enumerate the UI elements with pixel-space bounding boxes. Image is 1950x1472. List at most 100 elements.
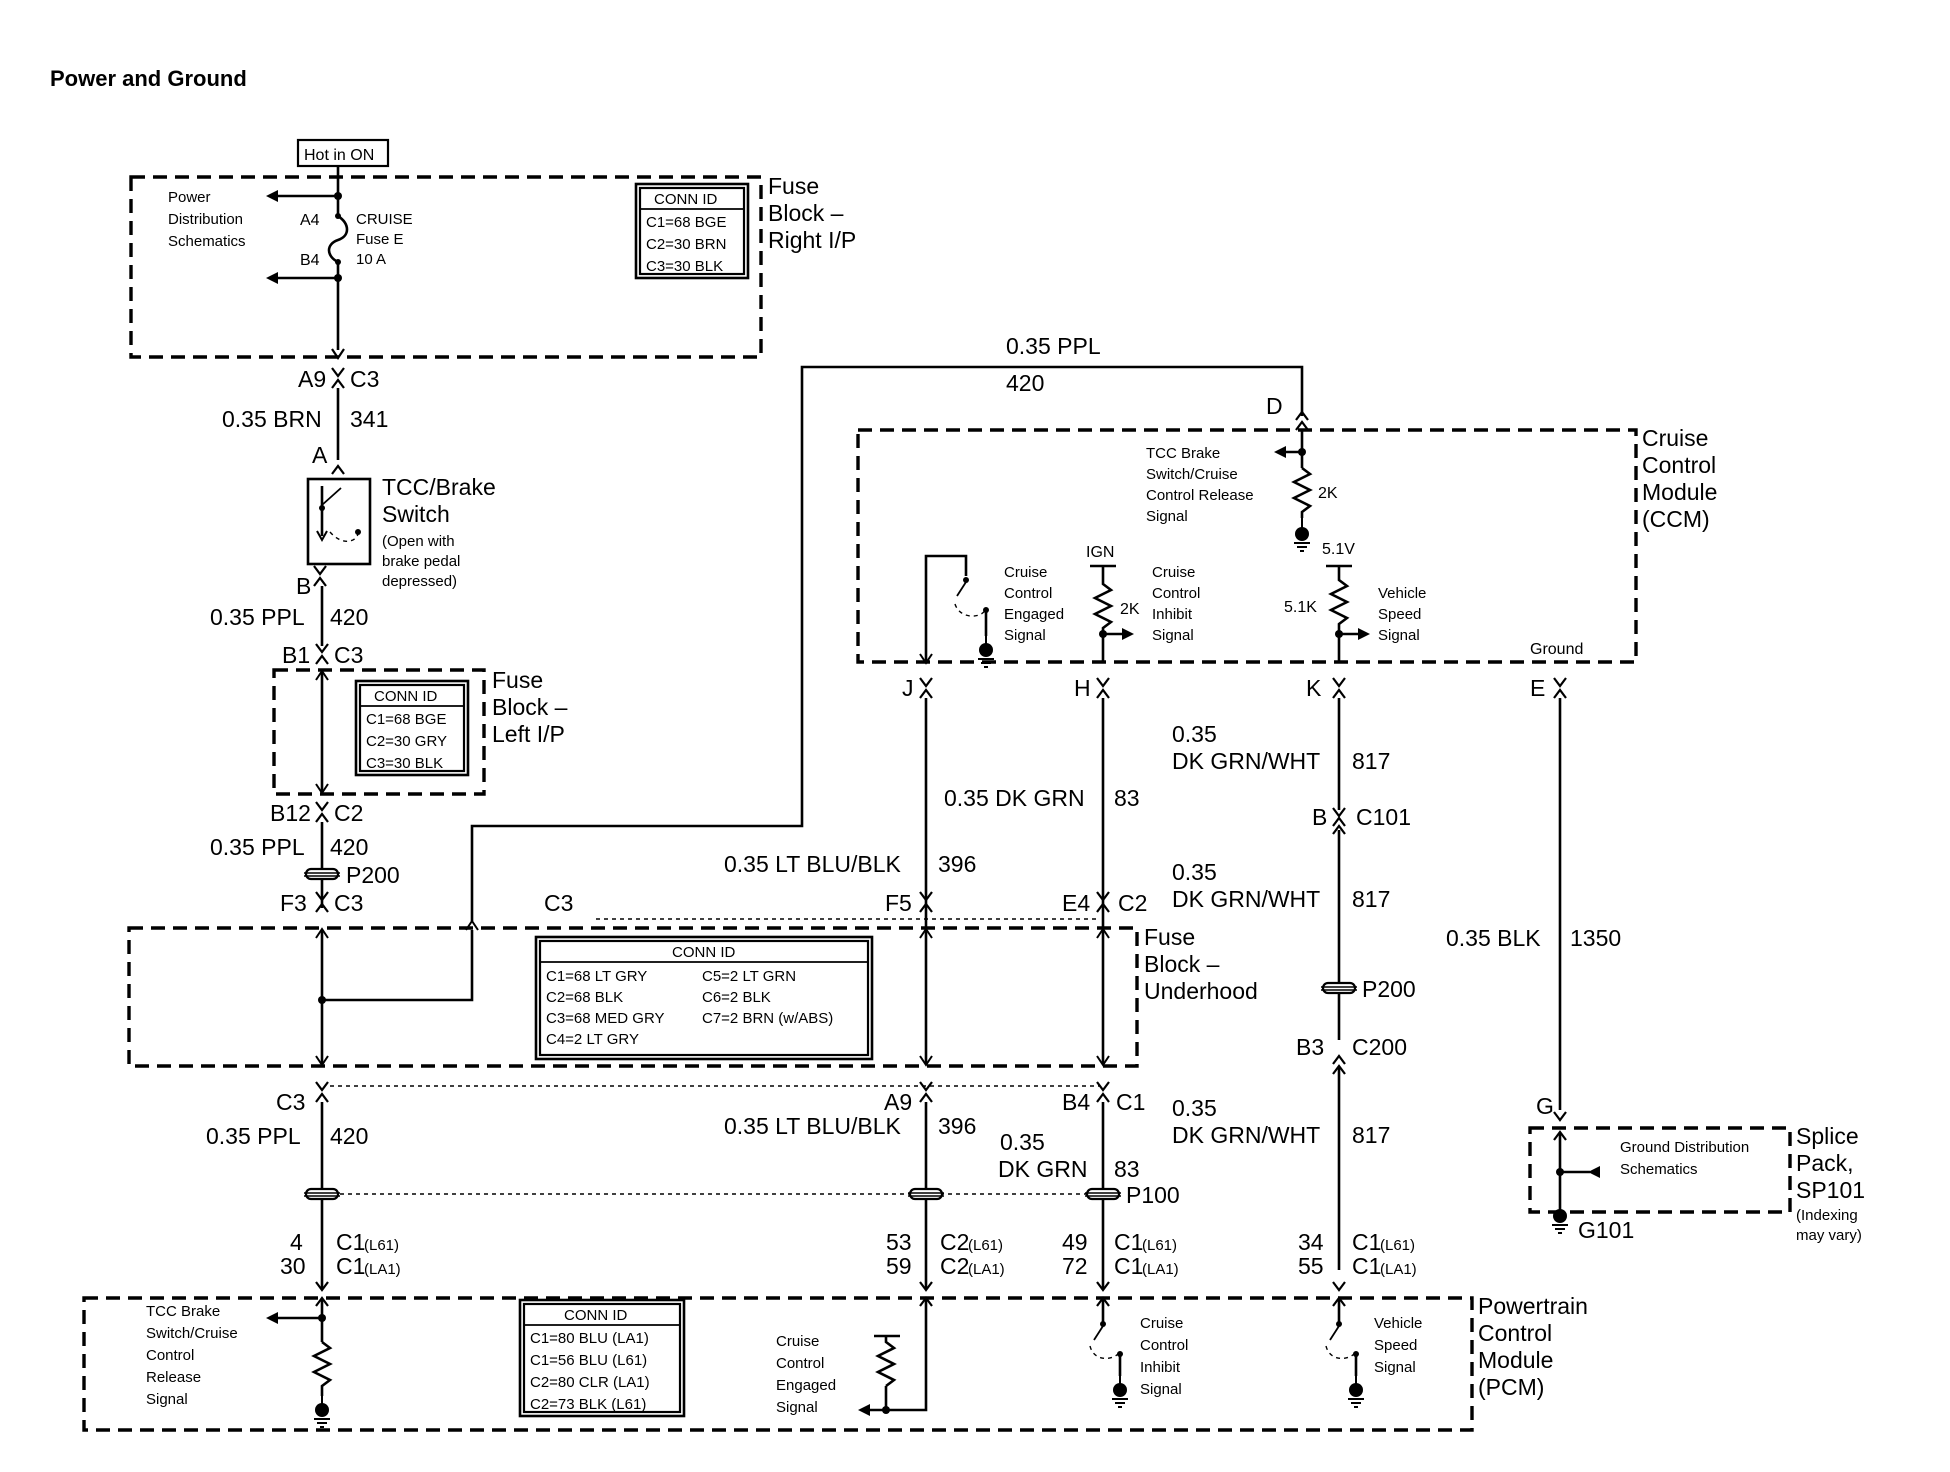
svg-text:B4: B4	[300, 252, 320, 269]
svg-text:H: H	[1074, 675, 1091, 701]
top-wire-circuit: 420	[1006, 370, 1044, 396]
svg-text:TCC Brake: TCC Brake	[146, 1303, 220, 1320]
svg-text:brake pedal: brake pedal	[382, 553, 460, 570]
svg-text:5.1V: 5.1V	[1322, 541, 1355, 558]
g101-label: G101	[1578, 1217, 1634, 1243]
ccm-resistor-5-1k	[1328, 566, 1350, 662]
svg-text:Ground Distribution: Ground Distribution	[1620, 1139, 1749, 1156]
p200-b: P200	[1362, 976, 1416, 1002]
tcc-brake-switch	[306, 477, 372, 566]
svg-text:5.1K: 5.1K	[1284, 599, 1317, 616]
svg-text:C2: C2	[940, 1229, 969, 1255]
wire-817-gauge-c: 0.35 DK GRN/WHT	[1172, 1095, 1320, 1148]
svg-text:C6=2 BLK: C6=2 BLK	[702, 989, 771, 1006]
svg-text:2K: 2K	[1318, 485, 1338, 502]
ccm-resistor-inhibit	[1092, 566, 1114, 662]
wire-396-circuit-a: 396	[938, 851, 976, 877]
svg-text:C3=68 MED GRY: C3=68 MED GRY	[546, 1010, 665, 1027]
svg-text:Speed: Speed	[1374, 1337, 1417, 1354]
svg-text:(L61): (L61)	[968, 1237, 1003, 1254]
svg-text:C1: C1	[1114, 1229, 1143, 1255]
svg-text:C101: C101	[1356, 804, 1411, 830]
svg-text:Signal: Signal	[1004, 627, 1046, 644]
fuse-block-right-label: Fuse Block – Right I/P	[768, 173, 856, 253]
svg-text:Control: Control	[146, 1347, 194, 1364]
wire-341-circuit: 341	[350, 406, 388, 432]
svg-text:C3: C3	[334, 642, 363, 668]
power-distribution-note: Power Distribution Schematics	[168, 189, 246, 250]
svg-text:C5=2 LT GRN: C5=2 LT GRN	[702, 968, 796, 985]
svg-text:Hot in ON: Hot in ON	[304, 147, 374, 164]
svg-text:0.35: 0.35	[1172, 721, 1217, 747]
svg-text:CONN ID: CONN ID	[672, 944, 736, 961]
pcm-resistor-engaged	[875, 1336, 897, 1388]
pcm-inhibit-label: Cruise Control Inhibit Signal	[1140, 1315, 1188, 1398]
svg-text:C2=73 BLK (L61): C2=73 BLK (L61)	[530, 1396, 646, 1413]
svg-text:A9: A9	[884, 1089, 912, 1115]
svg-text:B4: B4	[1062, 1089, 1090, 1115]
tcc-switch-note: (Open with brake pedal depressed)	[382, 533, 460, 590]
svg-text:0.35: 0.35	[1172, 1095, 1217, 1121]
svg-text:IGN: IGN	[1086, 544, 1114, 561]
svg-text:Control: Control	[1642, 452, 1716, 478]
wire-817-gauge-b: 0.35 DK GRN/WHT	[1172, 859, 1320, 912]
svg-text:C3: C3	[350, 366, 379, 392]
svg-text:C1: C1	[1352, 1229, 1381, 1255]
svg-text:Control: Control	[1140, 1337, 1188, 1354]
ccm-engaged-label: Cruise Control Engaged Signal	[1004, 564, 1064, 644]
svg-text:C3=30 BLK: C3=30 BLK	[646, 258, 723, 275]
wire-341-gauge: 0.35 BRN	[222, 406, 322, 432]
svg-text:0.35: 0.35	[1172, 859, 1217, 885]
svg-text:Release: Release	[146, 1369, 201, 1386]
splice-pack-label: Splice Pack, SP101	[1796, 1123, 1865, 1203]
svg-text:CONN ID: CONN ID	[564, 1307, 628, 1324]
svg-text:Engaged: Engaged	[776, 1377, 836, 1394]
fuse-block-underhood-label: Fuse Block – Underhood	[1144, 924, 1258, 1004]
svg-text:Block –: Block –	[1144, 951, 1220, 977]
svg-text:C1: C1	[336, 1229, 365, 1255]
splice-pack-boundary	[1528, 1126, 1792, 1214]
svg-text:CONN ID: CONN ID	[374, 688, 438, 705]
svg-text:C7=2 BRN (w/ABS): C7=2 BRN (w/ABS)	[702, 1010, 833, 1027]
svg-text:E: E	[1530, 675, 1545, 701]
svg-text:C1=68 BGE: C1=68 BGE	[646, 214, 726, 231]
svg-text:Fuse: Fuse	[492, 667, 543, 693]
svg-text:(LA1): (LA1)	[364, 1261, 401, 1278]
svg-text:Fuse E: Fuse E	[356, 231, 404, 248]
svg-text:A9: A9	[298, 366, 326, 392]
pcm-vss-label: Vehicle Speed Signal	[1374, 1315, 1422, 1376]
p200-a: P200	[346, 862, 400, 888]
ccm-resistor-2k	[1291, 466, 1313, 518]
svg-text:(LA1): (LA1)	[968, 1261, 1005, 1278]
svg-text:(Indexing: (Indexing	[1796, 1207, 1858, 1224]
svg-text:C1: C1	[1352, 1253, 1381, 1279]
svg-text:Switch/Cruise: Switch/Cruise	[1146, 466, 1238, 483]
svg-text:CONN ID: CONN ID	[654, 191, 718, 208]
svg-text:C2=30 BRN: C2=30 BRN	[646, 236, 726, 253]
p100-label: P100	[1126, 1182, 1180, 1208]
svg-text:Control Release: Control Release	[1146, 487, 1254, 504]
svg-text:Cruise: Cruise	[1152, 564, 1195, 581]
pcm-pins-col4: 34 55 C1 (L61) C1 (LA1)	[1298, 1229, 1417, 1279]
svg-text:34: 34	[1298, 1229, 1324, 1255]
svg-text:C1=68 LT GRY: C1=68 LT GRY	[546, 968, 647, 985]
wire-1350-gauge: 0.35 BLK	[1446, 925, 1541, 951]
tcc-brake-switch-label: TCC/Brake Switch	[382, 474, 496, 527]
svg-text:49: 49	[1062, 1229, 1088, 1255]
wire-420-gauge-c: 0.35 PPL	[206, 1123, 301, 1149]
svg-text:Signal: Signal	[1152, 627, 1194, 644]
ccm-boundary	[856, 428, 1638, 664]
svg-text:SP101: SP101	[1796, 1177, 1865, 1203]
svg-text:DK GRN/WHT: DK GRN/WHT	[1172, 886, 1320, 912]
svg-text:(L61): (L61)	[1142, 1237, 1177, 1254]
svg-text:C3=30 BLK: C3=30 BLK	[366, 755, 443, 772]
wire-420-circuit-b: 420	[330, 834, 368, 860]
svg-text:Switch: Switch	[382, 501, 450, 527]
wire-1350-circuit: 1350	[1570, 925, 1621, 951]
svg-text:C2=80 CLR (LA1): C2=80 CLR (LA1)	[530, 1374, 650, 1391]
wire-420-circuit-a: 420	[330, 604, 368, 630]
svg-text:C1: C1	[1116, 1089, 1145, 1115]
svg-text:Schematics: Schematics	[1620, 1161, 1698, 1178]
conn-id-table-right: CONN ID C1=68 BGE C2=30 BRN C3=30 BLK	[634, 182, 750, 280]
wire-817-gauge-a: 0.35 DK GRN/WHT	[1172, 721, 1320, 774]
